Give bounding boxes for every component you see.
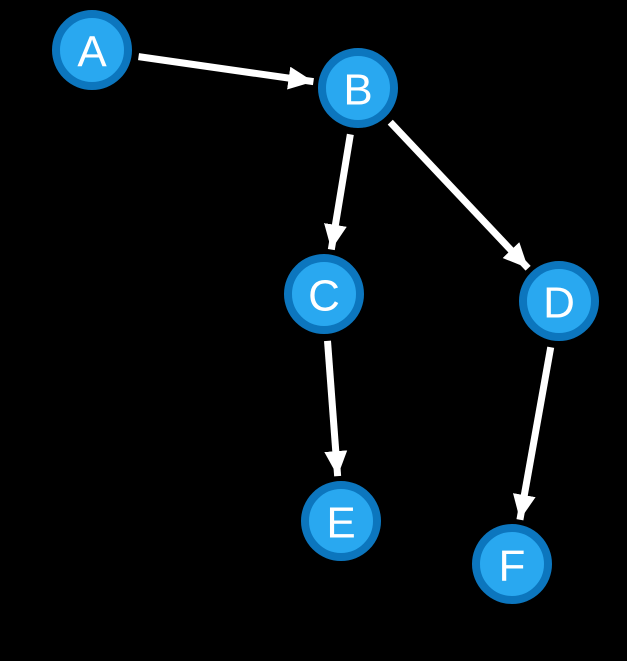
node-circle-F[interactable]	[472, 524, 552, 604]
node-circle-E[interactable]	[301, 481, 381, 561]
node-circle-A[interactable]	[52, 10, 132, 90]
edge-B-D	[387, 119, 531, 271]
edge-A-B	[138, 53, 314, 90]
node-B[interactable]: B	[318, 48, 398, 128]
edge-B-C	[324, 133, 354, 251]
node-circle-C[interactable]	[284, 254, 364, 334]
node-circle-B[interactable]	[318, 48, 398, 128]
node-F[interactable]: F	[472, 524, 552, 604]
node-E[interactable]: E	[301, 481, 381, 561]
node-C[interactable]: C	[284, 254, 364, 334]
node-circle-D[interactable]	[519, 261, 599, 341]
edge-D-F	[512, 346, 555, 521]
node-D[interactable]: D	[519, 261, 599, 341]
node-A[interactable]: A	[52, 10, 132, 90]
edge-C-E	[324, 340, 348, 477]
